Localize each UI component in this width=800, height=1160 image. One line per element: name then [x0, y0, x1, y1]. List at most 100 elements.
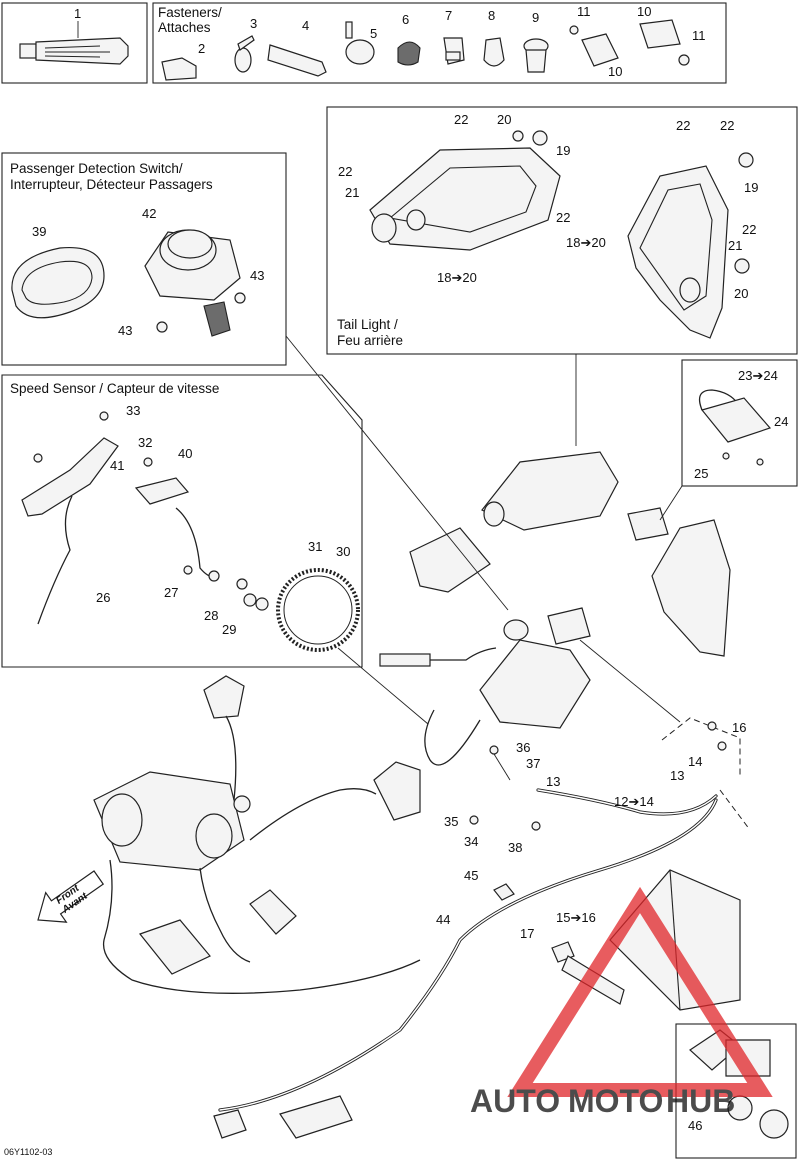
sensor-connector-wire	[380, 647, 497, 766]
callout-fastener: 8	[488, 8, 495, 23]
leader-line	[285, 335, 509, 611]
callout-speed: 33	[126, 403, 140, 418]
callout-main: 17	[520, 926, 534, 941]
callout-passenger: 42	[142, 206, 156, 221]
cable-44-highlight	[219, 799, 717, 1111]
callout-speed: 27	[164, 585, 178, 600]
diagram-code: 06Y1102-03	[4, 1147, 52, 1157]
callout-passenger: 43	[118, 323, 132, 338]
instrument-cluster	[93, 771, 251, 871]
speed-sensor-frame	[1, 374, 363, 668]
callout-passenger: 39	[32, 224, 46, 239]
callout-main: 36	[516, 740, 530, 755]
callout-tail: 22	[720, 118, 734, 133]
callout-fastener: 11	[692, 28, 706, 43]
callout-fastener: 10	[637, 4, 651, 19]
module-box	[409, 527, 491, 593]
callout-fastener: 11	[577, 4, 591, 19]
right-switch-housing	[373, 761, 421, 821]
tail-light-right-assembly	[627, 152, 754, 339]
callout-fastener: 5	[370, 26, 377, 41]
lower-controller	[139, 919, 211, 975]
fasteners-frame	[152, 2, 727, 84]
plug-9	[523, 38, 549, 73]
callout-speed: 26	[96, 590, 110, 605]
screw-27-and-washers	[183, 565, 269, 611]
p-clamp-8	[483, 37, 505, 67]
callout-side: 23➔24	[738, 368, 778, 383]
side-module-connector	[627, 507, 669, 541]
fasteners-title-fr: Attaches	[158, 20, 211, 35]
leader-line	[579, 639, 681, 723]
battery	[609, 869, 741, 1011]
callout-tail: 22	[676, 118, 690, 133]
tail-light-title-fr: Feu arrière	[337, 333, 403, 348]
bracket-clip-7	[443, 37, 465, 65]
callout-fastener: 3	[250, 16, 257, 31]
watermark: AUTO MOTO HUB	[470, 886, 773, 1119]
callout-fastener: 7	[445, 8, 452, 23]
hose-clamp-5	[345, 21, 375, 65]
clip-fastener-2	[161, 57, 197, 81]
callout-tail: 21	[345, 185, 359, 200]
callout-tail: 19	[556, 143, 570, 158]
callout-tail: 19	[744, 180, 758, 195]
callout-passenger: 43	[250, 268, 264, 283]
foam-tube-4	[267, 44, 327, 77]
callout-side: 24	[774, 414, 788, 429]
watermark-text-c: HUB	[666, 1083, 735, 1119]
callout-speed: 32	[138, 435, 152, 450]
grease-tube-illustration	[19, 37, 129, 65]
passenger-switch-frame	[1, 152, 287, 366]
callout-1: 1	[74, 6, 81, 21]
clip-45	[493, 883, 515, 901]
callout-tail: 20	[497, 112, 511, 127]
callout-speed: 41	[110, 458, 124, 473]
callout-tail: 22	[742, 222, 756, 237]
callout-main: 38	[508, 840, 522, 855]
passenger-switch-title-fr: Interrupteur, Détecteur Passagers	[10, 177, 213, 192]
callout-main: 35	[444, 814, 458, 829]
callout-speed: 40	[178, 446, 192, 461]
bracket-10-a	[569, 25, 619, 67]
tail-light-frame	[326, 106, 798, 355]
passenger-switch-title-en: Passenger Detection Switch/	[10, 161, 183, 176]
callout-main: 13	[670, 768, 684, 783]
leader-line	[659, 485, 683, 521]
speed-sensor-title: Speed Sensor / Capteur de vitesse	[10, 381, 219, 396]
callout-fastener: 10	[608, 64, 622, 79]
watermark-triangle	[507, 886, 773, 1097]
front-arrow: Front Avant	[37, 870, 105, 923]
callout-main: 45	[464, 868, 478, 883]
callout-speed: 30	[336, 544, 350, 559]
tail-light-left-assembly	[369, 130, 561, 251]
callout-main: 14	[688, 754, 702, 769]
callout-main: 13	[546, 774, 560, 789]
sensor-wire-26	[37, 495, 219, 625]
callout-main: 46	[688, 1118, 702, 1133]
callout-tail: 21	[728, 238, 742, 253]
callout-main: 16	[732, 720, 746, 735]
callout-fastener: 6	[402, 12, 409, 27]
fasteners-title-en: Fasteners/	[158, 5, 222, 20]
screw-43	[156, 292, 246, 333]
callout-tail: 20	[734, 286, 748, 301]
callout-speed: 28	[204, 608, 218, 623]
dashed-leader	[719, 789, 751, 831]
callout-main: 37	[526, 756, 540, 771]
side-module-23	[698, 389, 772, 466]
lower-cover	[249, 889, 297, 935]
passenger-switch-42	[144, 229, 241, 337]
callout-fastener: 4	[302, 18, 309, 33]
watermark-text-b: MOTO	[568, 1083, 663, 1119]
callout-speed: 31	[308, 539, 322, 554]
callout-fastener: 9	[532, 10, 539, 25]
grommet-6	[397, 41, 421, 66]
right-tail-light	[651, 519, 731, 657]
nut-and-bolt-16	[707, 721, 727, 751]
main-wiring-harness	[102, 715, 421, 994]
callout-tail: 18➔20	[437, 270, 477, 285]
fuse-block	[279, 1095, 353, 1139]
tail-light-title-en: Tail Light /	[337, 317, 398, 332]
